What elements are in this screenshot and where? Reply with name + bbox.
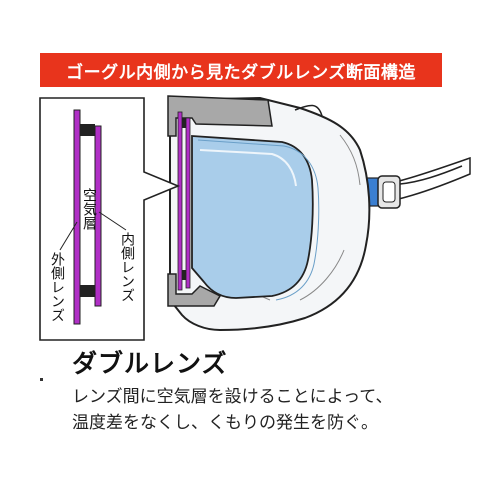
headline: ダブルレンズ (72, 349, 228, 378)
description-line-2: 温度差をなくし、くもりの発生を防ぐ。 (72, 413, 378, 433)
goggle-frame-section (167, 95, 273, 307)
zoomed-double-lens (73, 109, 102, 325)
air-layer-label: 空気層 (81, 188, 97, 230)
lens-area (191, 135, 320, 301)
description: レンズ間に空気層を設けることによって、 温度差をなくし、くもりの発生を防ぐ。 (72, 384, 472, 436)
decorative-dot (40, 378, 43, 381)
leader-lines (59, 211, 127, 251)
outer-lens-label: 外側レンズ (49, 252, 65, 322)
spacer-top (80, 124, 95, 136)
description-line-1: レンズ間に空気層を設けることによって、 (72, 387, 393, 407)
inner-lens-label: 内側レンズ (119, 232, 135, 302)
spacer-bottom (80, 285, 95, 297)
title-banner: ゴーグル内側から見たダブルレンズ断面構造 (40, 53, 442, 87)
double-lens-edge (177, 111, 191, 291)
